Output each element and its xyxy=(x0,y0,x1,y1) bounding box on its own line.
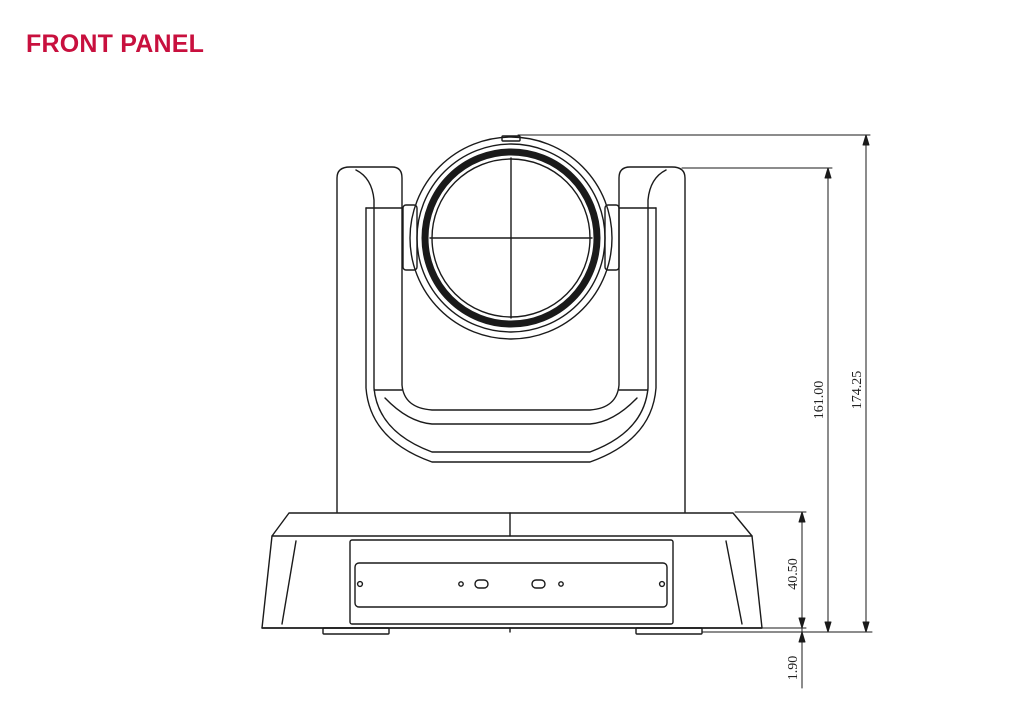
dimension-base-height: 40.50 xyxy=(786,558,801,590)
dimension-foot-height: 1.90 xyxy=(786,656,801,681)
dimension-total-height: 174.25 xyxy=(850,371,865,410)
camera-lens xyxy=(409,135,613,340)
camera-base xyxy=(261,512,763,635)
dimension-body-height: 161.00 xyxy=(812,381,827,420)
page-title: FRONT PANEL xyxy=(26,30,205,58)
dimension-lines xyxy=(517,134,873,689)
